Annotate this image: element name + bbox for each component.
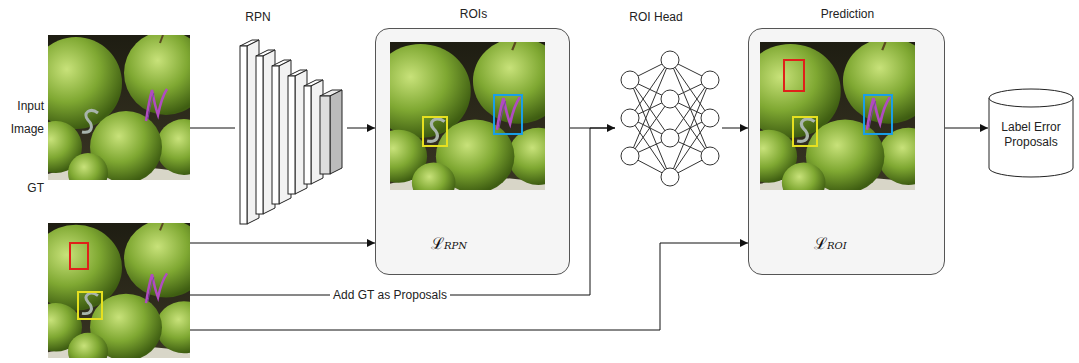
blue-box (864, 95, 892, 134)
node-label: GT (20, 181, 44, 196)
layer-stack (240, 40, 342, 224)
neural-net (621, 51, 719, 186)
cylinder-body (989, 98, 1073, 177)
yellow-box (793, 117, 817, 146)
connector (190, 243, 748, 330)
database-cylinder: Label Error Proposals (988, 88, 1074, 178)
text-slot: RPN (235, 10, 281, 25)
node-label: Label Error Proposals (994, 120, 1068, 150)
node-label: ROIs (376, 7, 571, 22)
text-slot: GT (20, 181, 44, 196)
prediction-panel: PredictionℒROI (748, 28, 945, 275)
loss-label: ℒRPN (431, 234, 501, 254)
prediction-photo (739, 38, 939, 214)
text-slot: ROI Head (615, 10, 697, 25)
node-label: Prediction (749, 7, 946, 22)
text-slot: ℒRPN (431, 234, 501, 254)
text-slot: Input Image (2, 95, 44, 141)
input-image: Input Image (48, 35, 190, 180)
connector (190, 128, 615, 295)
connector (945, 128, 988, 129)
rpn-block: RPN (235, 10, 347, 232)
node-label: Input Image (2, 95, 44, 141)
roi-photo (369, 38, 569, 214)
cylinder-top (989, 89, 1073, 107)
connector (347, 128, 375, 129)
roi-head-block: ROI Head (615, 10, 722, 190)
input-photo (29, 31, 212, 203)
edge-label: Add GT as Proposals (330, 288, 450, 303)
connector (190, 243, 375, 244)
red-box (784, 60, 804, 91)
gt-image: GT (48, 223, 190, 358)
blue-box (494, 95, 522, 134)
gt-photo (29, 219, 212, 363)
yellow-box (423, 117, 447, 146)
connector (190, 128, 235, 129)
loss-label: ℒROI (814, 234, 884, 254)
roi-panel: ROIsℒRPN (375, 28, 570, 275)
text-slot: Label Error Proposals (994, 120, 1068, 150)
text-slot: ℒROI (814, 234, 884, 254)
node-label: RPN (235, 10, 281, 25)
red-box (70, 243, 88, 269)
yellow-box (78, 292, 102, 319)
node-label: ROI Head (615, 10, 697, 25)
text-slot: Add GT as Proposals (330, 288, 450, 303)
text-slot: Prediction (749, 7, 946, 22)
connector (722, 128, 748, 129)
text-slot: ROIs (376, 7, 571, 22)
